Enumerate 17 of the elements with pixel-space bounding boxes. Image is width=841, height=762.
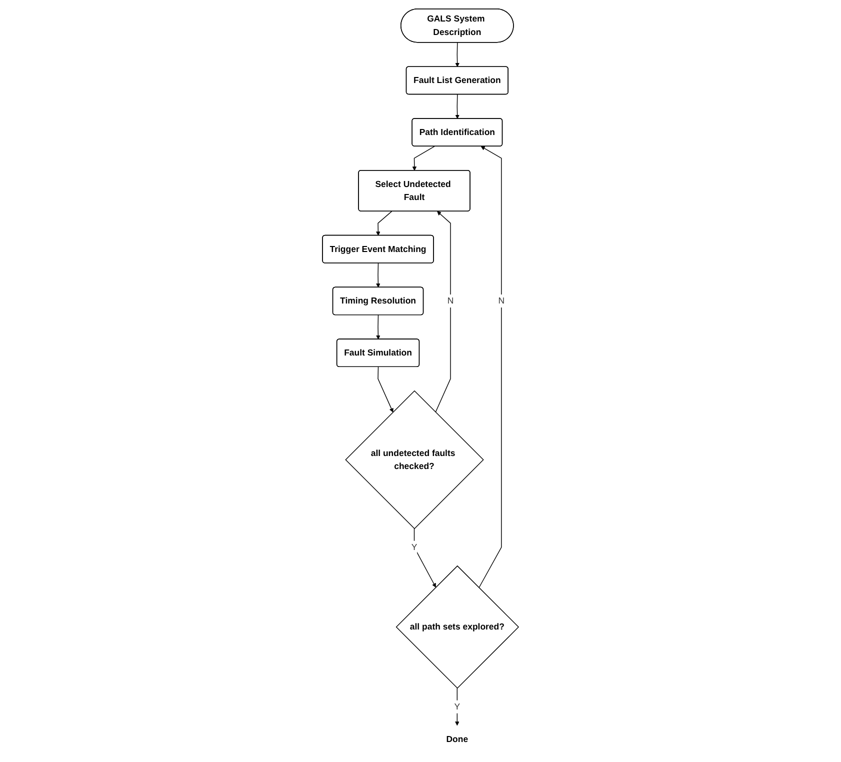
arrow (435, 211, 451, 413)
node-diamond (396, 565, 520, 689)
edge-label: Y (411, 542, 418, 552)
arrow (378, 366, 394, 412)
node-diamond (345, 390, 484, 530)
arrow (455, 94, 460, 119)
edge-label: N (498, 296, 505, 306)
arrow (412, 146, 435, 171)
edge-label: N (447, 296, 454, 306)
arrow (376, 210, 392, 236)
arrow (376, 262, 380, 288)
arrow (376, 314, 380, 340)
arrow (478, 146, 502, 588)
arrow (414, 528, 436, 588)
edge-label: Y (454, 702, 460, 712)
arrow (455, 42, 460, 67)
node-text: Done (446, 734, 468, 744)
